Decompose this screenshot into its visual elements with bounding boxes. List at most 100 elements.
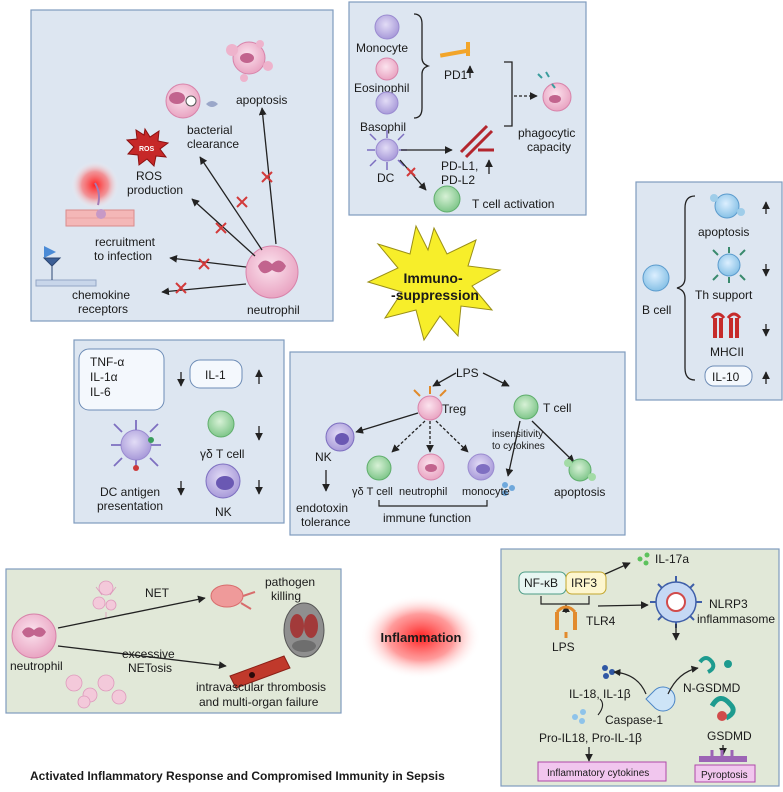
nlrp3-line-1: NLRP3 (709, 597, 748, 611)
neutrophil-panel: apoptosis bacterial clearance ROS ROS pr… (30, 9, 334, 322)
th-cell-icon (712, 247, 746, 283)
pro-cytokine-dots-icon (572, 709, 586, 724)
pathogen-line-1: pathogen (265, 575, 315, 589)
organs-icon (283, 602, 325, 658)
il17a-dots-icon (637, 552, 650, 566)
inflammation-label: Inflammation (381, 630, 462, 645)
bcell-apoptosis-label: apoptosis (698, 225, 749, 239)
tcell-block-mark (406, 167, 416, 177)
neutrophil-icon (245, 245, 299, 299)
mhcii-icon (710, 312, 742, 338)
block-marks (175, 171, 273, 294)
b-cell-label: B cell (642, 303, 671, 317)
bacterial-clearance-line-2: clearance (187, 137, 239, 151)
pdl-receptor-icon (459, 124, 494, 159)
pathogen-line-2: killing (271, 589, 301, 603)
t-cell-icon (433, 185, 461, 213)
recruitment-line-2: to infection (94, 249, 152, 263)
endotoxin-line-1: endotoxin (296, 501, 348, 515)
caption: Activated Inflammatory Response and Comp… (30, 769, 445, 783)
treg-icon (413, 386, 447, 421)
gd-t-cell-icon-2 (366, 455, 392, 481)
pdl-line-1: PD-L1, (441, 159, 478, 173)
insensitivity-line-2: to cytokines (492, 441, 545, 452)
endotoxin-line-2: tolerance (301, 515, 351, 529)
immune-function-bracket (378, 500, 488, 507)
dc-label: DC (377, 171, 395, 185)
treg-to-nk (355, 412, 419, 434)
net-panel: NET pathogen killing neutrophil excessiv… (5, 568, 342, 714)
caspase1-label: Caspase-1 (605, 713, 663, 727)
ros-production-line-2: production (127, 183, 183, 197)
treg-apoptosis-label: apoptosis (554, 485, 605, 499)
monocyte-icon-2 (467, 453, 495, 481)
n-gsdmd-label: N-GSDMD (683, 681, 741, 695)
cytokine-line-2: IL-1α (90, 370, 118, 384)
killed-pathogen-icon (210, 584, 256, 610)
il10-box (704, 365, 753, 387)
vessel-icon (65, 182, 135, 227)
pdl-label: PD-L1, PD-L2 (441, 159, 482, 187)
phagocytic-line-2: capacity (527, 140, 571, 154)
neutrophil-to-pathogen (57, 595, 206, 629)
inflammatory-cytokines-box (537, 761, 667, 782)
chemokine-receptors-label: chemokine receptors (72, 288, 133, 316)
lps-to-tcell (482, 372, 510, 387)
insensitivity-label: insensitivity to cytokines (492, 429, 546, 452)
nk-cell-icon-2 (325, 422, 355, 452)
pathogen-killing-label: pathogen killing (265, 575, 318, 603)
immune-function-label: immune function (383, 511, 471, 525)
caspase-to-ngsdmd (667, 665, 699, 695)
t-cell-activation-label: T cell activation (472, 197, 554, 211)
dc-antigen-line-1: DC antigen (100, 485, 160, 499)
pyroptosis-box (694, 764, 756, 783)
dc-icon (367, 130, 407, 170)
dc-antigen-label: DC antigen presentation (97, 485, 163, 513)
tlr4-to-nlrp3 (597, 601, 649, 610)
irf3-label: IRF3 (571, 576, 597, 590)
eosinophil-label: Eosinophil (354, 81, 409, 95)
arrow-to-ros (191, 198, 256, 257)
treg-gd-label: γδ T cell (352, 486, 393, 498)
immunosuppression-label: Immuno- -suppression (391, 270, 479, 303)
dc-antigen-icon (111, 420, 161, 471)
lps-to-treg (432, 372, 457, 387)
endotoxin-tolerance-label: endotoxin tolerance (296, 501, 351, 529)
apoptotic-t-cell-icon (564, 458, 596, 482)
il17a-label: IL-17a (655, 552, 689, 566)
thrombosis-line-2: and multi-organ failure (199, 695, 319, 709)
il1-box (189, 359, 243, 389)
thrombosed-vessel-icon (229, 655, 291, 689)
cytokine-line-1: TNF-α (90, 355, 124, 369)
th-support-label: Th support (695, 288, 753, 302)
gsdmd-icon (709, 696, 736, 721)
eosinophil-icon (375, 57, 399, 81)
ros-production-line-1: ROS (136, 169, 162, 183)
neutrophil-icon-3 (11, 613, 57, 659)
phagocytic-line-1: phagocytic (518, 126, 575, 140)
arrow-to-chemokine (161, 283, 247, 296)
phagocytic-capacity-label: phagocytic capacity (518, 126, 579, 154)
neutrophil-icon-2 (417, 453, 445, 481)
pro-to-mature (597, 698, 604, 716)
ros-burst-icon (125, 127, 170, 168)
mhcii-label: MHCII (710, 345, 744, 359)
b-cell-icon (642, 264, 670, 292)
tcell-to-apoptosis (531, 420, 575, 463)
neutrophil-to-thrombosis (57, 645, 227, 670)
nk-cell-icon (205, 463, 241, 499)
tlr4-to-nfkb-line (540, 596, 590, 605)
pd1-label: PD1 (444, 68, 468, 82)
nlrp3-label: NLRP3 inflammasome (697, 597, 775, 626)
excessive-netosis-label: excessive NETosis (122, 647, 178, 675)
il10-label: IL-10 (712, 370, 740, 384)
arrow-to-recruitment (169, 254, 247, 268)
bcell-brace (676, 195, 696, 381)
ros-production-label: ROS production (127, 169, 183, 197)
inflammation-glow: Inflammation (361, 595, 481, 679)
irf3-to-il17a (602, 562, 631, 576)
n-gsdmd-icon (698, 656, 732, 674)
caspase-to-il18 (613, 668, 647, 695)
tcell-to-cytokines (505, 420, 521, 477)
